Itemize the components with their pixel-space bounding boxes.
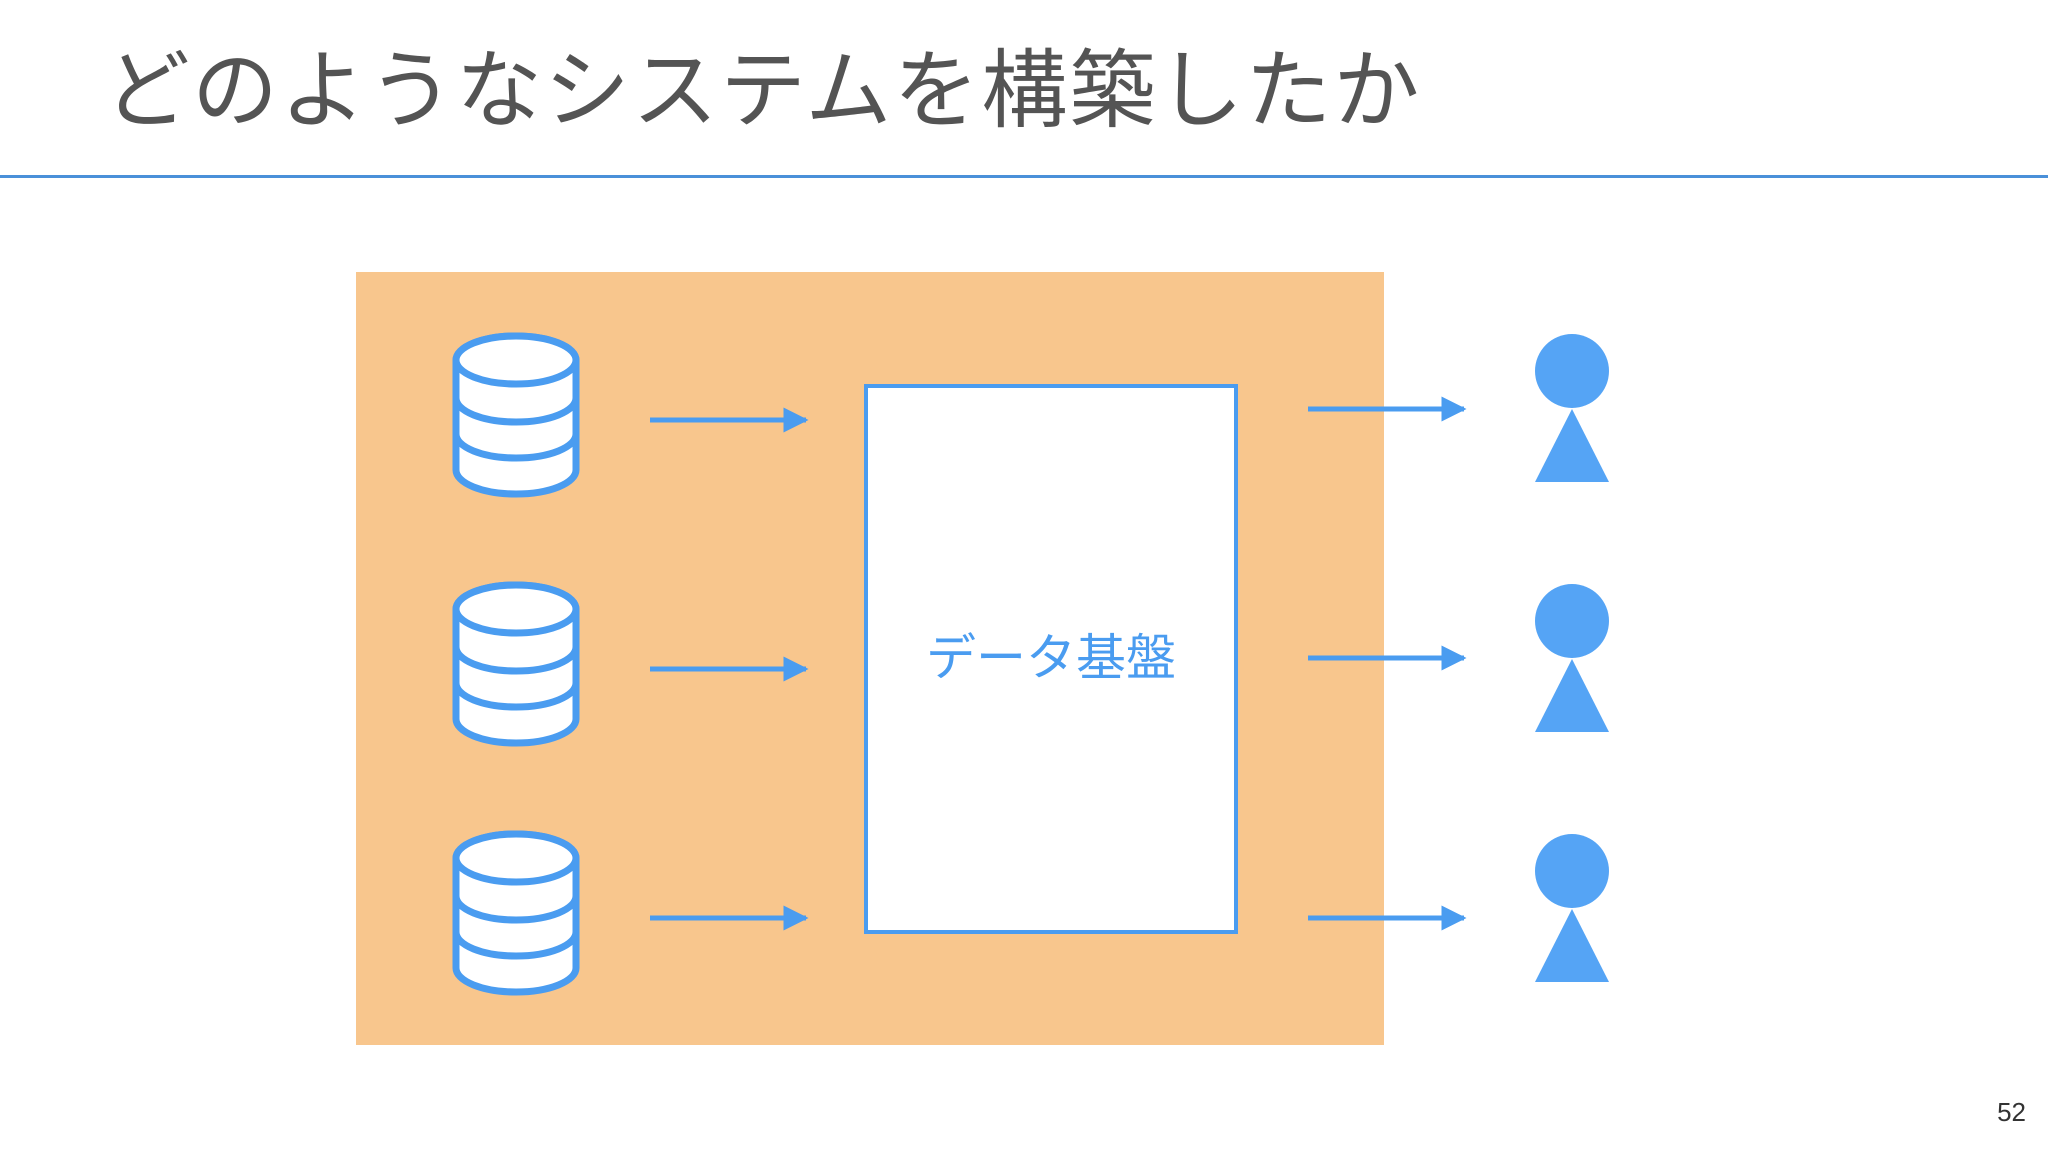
database-icon	[456, 834, 576, 992]
data-platform: データ基盤	[864, 384, 1238, 934]
data-platform-box	[864, 384, 1238, 934]
user-3	[1535, 834, 1609, 982]
person-icon	[1535, 334, 1609, 482]
data-source-3	[456, 834, 576, 992]
data-source-1	[456, 336, 576, 494]
database-icon	[456, 585, 576, 743]
database-icon	[456, 336, 576, 494]
data-platform-label: データ基盤	[926, 629, 1176, 687]
data-source-2	[456, 585, 576, 743]
user-1	[1535, 334, 1609, 482]
slide-title: どのようなシステムを構築したか	[104, 41, 1422, 141]
title-divider	[0, 175, 2048, 178]
person-icon	[1535, 834, 1609, 982]
person-icon	[1535, 584, 1609, 732]
page-number: 52	[1997, 1097, 2026, 1127]
user-2	[1535, 584, 1609, 732]
